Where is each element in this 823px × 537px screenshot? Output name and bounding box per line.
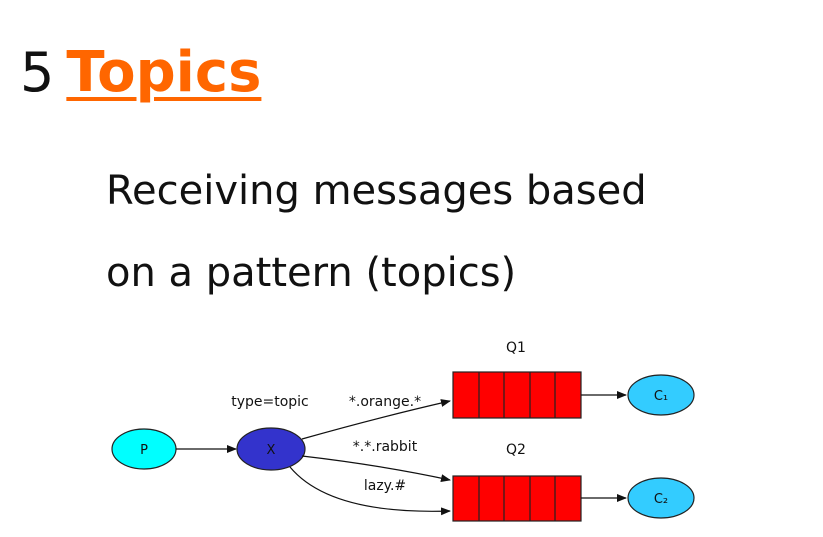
binding-key-lazy: lazy.# [364,478,406,494]
queue-q2-label: Q2 [506,442,526,458]
subtitle-line-1: Receiving messages based [106,168,647,214]
binding-key-rabbit: *.*.rabbit [353,439,418,455]
binding-key-orange: *.orange.* [349,394,421,410]
exchange-label: X [267,443,276,458]
consumer-c1-label: C₁ [654,389,668,404]
topic-exchange-diagram: P X type=topic *.orange.* *.*.rabbit laz… [111,340,695,522]
exchange-type-label: type=topic [231,394,309,410]
consumer-c2-label: C₂ [654,492,668,507]
binding-arrow-lazy [289,466,451,516]
binding-arrow-rabbit [301,455,451,483]
topics-link[interactable]: Topics [66,40,262,105]
producer-node: P [111,428,177,470]
slide-title: 5 Topics [20,40,261,105]
subtitle-line-2: on a pattern (topics) [106,250,517,296]
queue-q1 [452,371,582,419]
queue-q1-label: Q1 [506,340,526,356]
consumer-c1-node: C₁ [627,374,695,416]
exchange-node: X [236,427,306,471]
producer-label: P [140,443,148,458]
queue-q2 [452,475,582,522]
binding-arrow-orange [301,399,451,440]
consumer-c2-node: C₂ [627,477,695,519]
section-number: 5 [20,41,55,104]
